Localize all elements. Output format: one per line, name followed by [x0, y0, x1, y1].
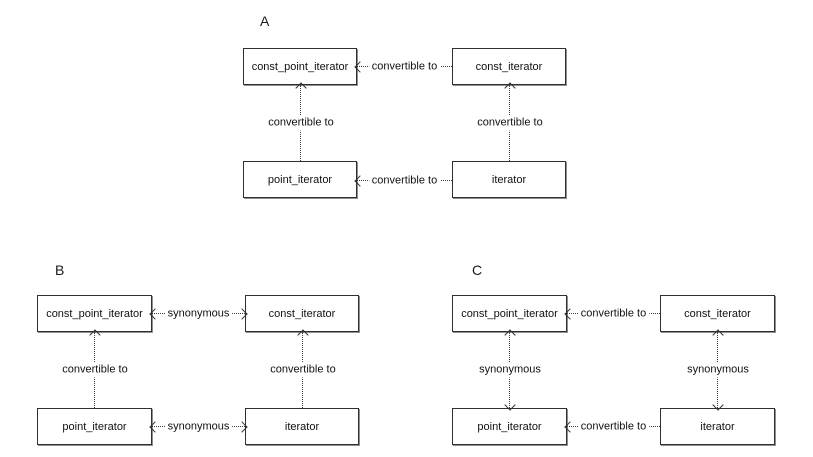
edge-label: synonymous [164, 307, 233, 321]
edge-label: synonymous [684, 362, 752, 378]
edge-top-horizontal: convertible to [564, 307, 660, 321]
node-label: const_iterator [684, 307, 751, 320]
diagram-a-letter: A [260, 13, 270, 29]
node-label: iterator [491, 173, 527, 186]
edge-right-vertical: convertible to [267, 329, 339, 408]
edge-label: convertible to [267, 362, 339, 378]
node-point-iterator: point_iterator [452, 408, 567, 445]
node-label: point_iterator [62, 420, 127, 433]
edge-label: convertible to [577, 307, 650, 321]
node-const-point-iterator: const_point_iterator [243, 48, 357, 85]
edge-right-vertical: convertible to [474, 82, 546, 161]
diagram-b-letter: B [55, 262, 65, 278]
node-label: point_iterator [477, 420, 542, 433]
diagram-c-letter: C [472, 262, 483, 278]
node-point-iterator: point_iterator [37, 408, 152, 445]
edge-label: convertible to [59, 362, 131, 378]
node-label: iterator [284, 420, 320, 433]
edge-bottom-horizontal: synonymous [149, 420, 248, 434]
node-label: iterator [700, 420, 735, 433]
edge-label: convertible to [368, 174, 441, 188]
edge-bottom-horizontal: convertible to [564, 420, 660, 434]
edge-label: convertible to [577, 420, 650, 434]
node-const-point-iterator: const_point_iterator [452, 295, 567, 332]
node-const-point-iterator: const_point_iterator [37, 295, 152, 332]
edge-top-horizontal: synonymous [149, 307, 248, 321]
node-const-iterator: const_iterator [452, 48, 566, 85]
edge-label: convertible to [474, 115, 546, 131]
edge-label: synonymous [164, 420, 233, 434]
node-label: const_point_iterator [461, 307, 558, 320]
edge-left-vertical: convertible to [265, 82, 337, 161]
edge-left-vertical: synonymous [476, 329, 544, 411]
node-label: point_iterator [267, 173, 333, 186]
node-label: const_iterator [475, 60, 543, 73]
node-label: const_point_iterator [46, 307, 143, 320]
edge-label: convertible to [265, 115, 337, 131]
node-iterator: iterator [245, 408, 359, 445]
edge-left-vertical: convertible to [59, 329, 131, 408]
edge-bottom-horizontal: convertible to [354, 174, 452, 188]
node-iterator: iterator [660, 408, 775, 445]
node-iterator: iterator [452, 161, 566, 198]
edge-right-vertical: synonymous [684, 329, 752, 411]
node-point-iterator: point_iterator [243, 161, 357, 198]
node-label: const_point_iterator [251, 60, 349, 73]
edge-label: synonymous [476, 362, 544, 378]
node-const-iterator: const_iterator [245, 295, 359, 332]
node-label: const_iterator [268, 307, 336, 320]
edge-label: convertible to [368, 60, 441, 74]
edge-top-horizontal: convertible to [354, 60, 452, 74]
node-const-iterator: const_iterator [660, 295, 775, 332]
